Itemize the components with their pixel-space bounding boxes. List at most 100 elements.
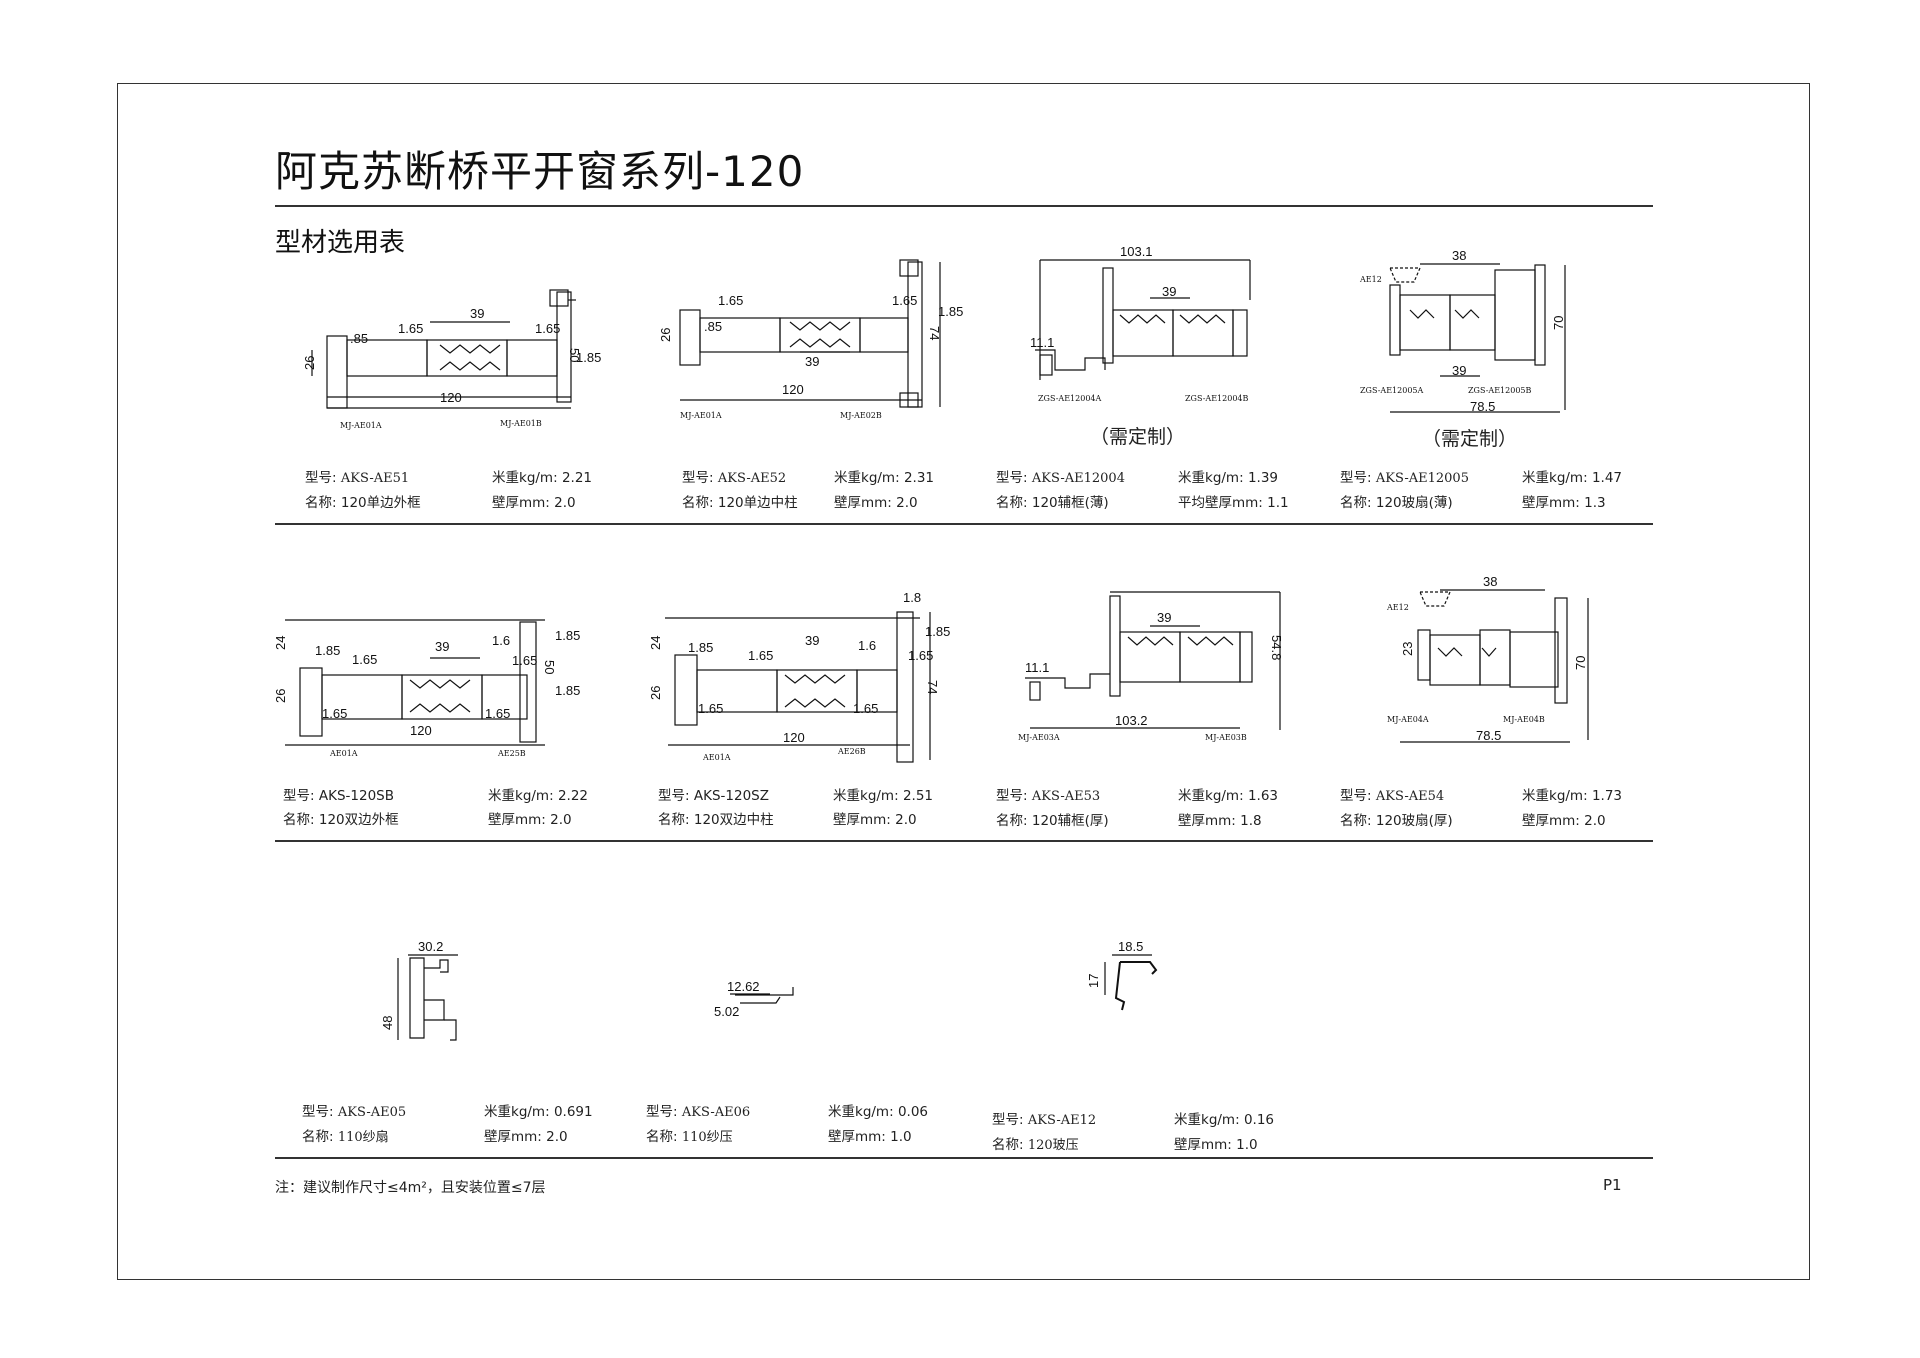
dim-120sb-185a: 1.85 <box>315 643 340 658</box>
code-ae12005-b: ZGS-AE12005B <box>1468 386 1531 395</box>
dim-ae06-1262: 12.62 <box>727 979 760 994</box>
drawing-aks-ae12004 <box>1035 259 1251 380</box>
dim-ae12004-1031: 103.1 <box>1120 244 1153 259</box>
dim-ae53-1032: 103.2 <box>1115 713 1148 728</box>
dim-120sz-165b: 1.65 <box>908 648 933 663</box>
code-ae12005-a: ZGS-AE12005A <box>1360 386 1423 395</box>
dim-ae12005-785: 78.5 <box>1470 399 1495 414</box>
dim-ae51-120: 120 <box>440 390 462 405</box>
dim-ae54-70: 70 <box>1573 656 1588 670</box>
drawing-aks-ae54 <box>1400 589 1589 743</box>
dim-120sz-165c: 1.65 <box>698 701 723 716</box>
dim-ae53-39: 39 <box>1157 610 1171 625</box>
dim-120sz-185a: 1.85 <box>688 640 713 655</box>
dim-120sz-39: 39 <box>805 633 819 648</box>
dim-ae05-48: 48 <box>380 1016 395 1030</box>
page-title: 阿克苏断桥平开窗系列-120 <box>275 147 805 196</box>
dim-120sz-185b: 1.85 <box>925 624 950 639</box>
code-120sz-a: AE01A <box>702 753 731 762</box>
dim-120sb-39: 39 <box>435 639 449 654</box>
code-ae54-a: MJ-AE04A <box>1387 715 1429 724</box>
dim-ae51-50: 50 <box>567 348 582 362</box>
dim-ae52-120: 120 <box>782 382 804 397</box>
dim-ae52-26: 26 <box>658 328 673 342</box>
dim-ae51-26: 26 <box>302 356 317 370</box>
dim-ae51-165b: 1.65 <box>535 321 560 336</box>
dim-120sz-18: 1.8 <box>903 590 921 605</box>
custom-note-ae12004: （需定制） <box>1090 426 1186 448</box>
dim-ae54-785: 78.5 <box>1476 728 1501 743</box>
dim-ae51-185: 1.85 <box>576 350 601 365</box>
dim-120sb-16: 1.6 <box>492 633 510 648</box>
page-frame <box>117 83 1810 1280</box>
drawing-aks-120sb <box>285 619 545 746</box>
row-divider-1 <box>275 523 1653 525</box>
drawing-aks-ae53 <box>1025 591 1281 730</box>
dim-120sb-24: 24 <box>273 636 288 650</box>
dim-ae51-85: .85 <box>350 331 368 346</box>
row-divider-3 <box>275 1157 1653 1159</box>
dim-120sz-24: 24 <box>648 636 663 650</box>
dim-120sz-74: 74 <box>925 680 940 694</box>
dim-ae52-165b: 1.65 <box>892 293 917 308</box>
code-ae12004-b: ZGS-AE12004B <box>1185 394 1248 403</box>
drawing-aks-ae06 <box>730 987 794 1004</box>
dim-120sz-16: 1.6 <box>858 638 876 653</box>
dim-ae12-17: 17 <box>1086 974 1101 988</box>
drawing-aks-ae12005 <box>1389 263 1566 413</box>
code-120sz-b: AE26B <box>837 747 866 756</box>
code-ae53-b: MJ-AE03B <box>1205 733 1247 742</box>
dim-ae12005-70: 70 <box>1551 316 1566 330</box>
title-divider <box>275 205 1653 207</box>
dim-ae53-111: 11.1 <box>1025 660 1049 675</box>
dim-ae52-85: .85 <box>704 319 722 334</box>
code-ae51-a: MJ-AE01A <box>340 421 382 430</box>
code-ae53-a: MJ-AE03A <box>1018 733 1060 742</box>
dim-ae05-302: 30.2 <box>418 939 443 954</box>
dim-ae06-502: 5.02 <box>714 1004 739 1019</box>
drawing-aks-ae12 <box>1104 954 1158 1011</box>
code-120sb-a: AE01A <box>329 749 358 758</box>
code-ae12005-ae12: AE12 <box>1359 275 1382 284</box>
dim-120sz-26: 26 <box>648 686 663 700</box>
dim-ae52-39: 39 <box>805 354 819 369</box>
drawing-aks-ae52 <box>679 259 941 408</box>
custom-note-ae12005: （需定制） <box>1422 428 1518 450</box>
dim-120sb-26: 26 <box>273 689 288 703</box>
dim-ae12005-39: 39 <box>1452 363 1466 378</box>
dim-120sz-165a: 1.65 <box>748 648 773 663</box>
dim-120sb-165d: 1.65 <box>485 706 510 721</box>
dim-120sb-185c: 1.85 <box>555 683 580 698</box>
row-divider-2 <box>275 840 1653 842</box>
code-ae52-a: MJ-AE01A <box>680 411 722 420</box>
dim-120sb-165a: 1.65 <box>352 652 377 667</box>
dim-120sz-165d: 1.65 <box>853 701 878 716</box>
code-120sb-b: AE25B <box>497 749 526 758</box>
dim-120sz-120: 120 <box>783 730 805 745</box>
code-ae54-b: MJ-AE04B <box>1503 715 1545 724</box>
code-ae51-b: MJ-AE01B <box>500 419 542 428</box>
dim-ae12005-38: 38 <box>1452 248 1466 263</box>
drawing-aks-ae51 <box>311 289 576 409</box>
dim-ae12004-111: 11.1 <box>1030 335 1054 350</box>
page-number: P1 <box>1603 1176 1622 1194</box>
dim-ae12-185: 18.5 <box>1118 939 1143 954</box>
dim-ae51-165a: 1.65 <box>398 321 423 336</box>
code-ae54-ae12: AE12 <box>1386 603 1409 612</box>
dim-ae54-23: 23 <box>1400 642 1415 656</box>
dim-ae52-74: 74 <box>927 326 942 340</box>
dim-120sb-120: 120 <box>410 723 432 738</box>
dim-ae52-185: 1.85 <box>938 304 963 319</box>
dim-120sb-185b: 1.85 <box>555 628 580 643</box>
dim-ae51-39: 39 <box>470 306 484 321</box>
code-ae12004-a: ZGS-AE12004A <box>1038 394 1101 403</box>
